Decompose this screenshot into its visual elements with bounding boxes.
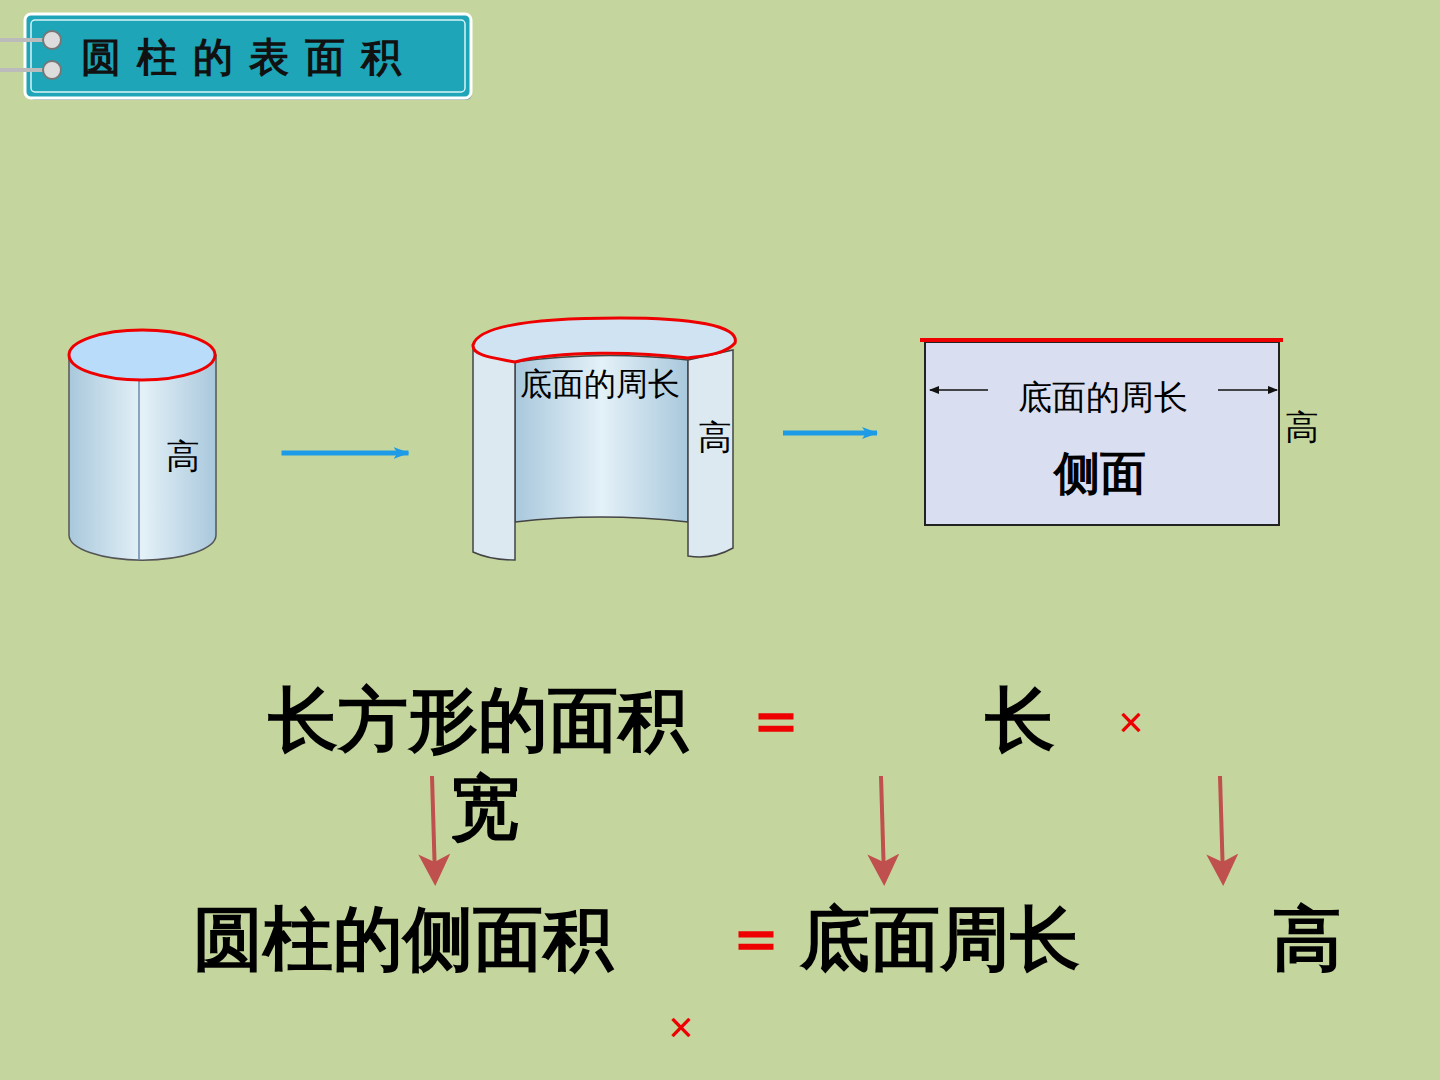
formula-term: 长方形的面积 xyxy=(268,686,688,756)
figure-label: 底面的周长 xyxy=(520,368,680,400)
figure-node: 底面的周长侧面高 xyxy=(924,341,1280,526)
figure-label: 高 xyxy=(166,440,200,474)
formula-term: 高 xyxy=(1272,905,1342,975)
formula-term: ＝ xyxy=(724,906,788,970)
flow-arrow xyxy=(282,451,409,456)
figure-node: 底面的周长高 xyxy=(472,316,736,562)
cylinder xyxy=(69,330,216,560)
title-tab xyxy=(0,14,472,100)
formula-term: 底面周长 xyxy=(800,905,1080,975)
flow-arrow xyxy=(783,431,877,436)
formula-arrows xyxy=(432,776,1223,878)
formula-term: × xyxy=(1118,700,1144,746)
figure-label: 高 xyxy=(698,421,732,455)
formula-term: 宽 xyxy=(450,774,520,844)
formula-term: ＝ xyxy=(744,688,808,752)
formula-term: 长 xyxy=(985,686,1055,756)
figure-label: 侧面 xyxy=(1054,451,1146,497)
formula-term: × xyxy=(668,1005,694,1051)
unrolled-rectangle xyxy=(920,340,1283,525)
slide-title: 圆柱的表面积 xyxy=(27,16,470,98)
open-cylinder xyxy=(473,318,735,560)
figure-node: 高 xyxy=(68,328,218,563)
formula-term: 圆柱的侧面积 xyxy=(193,905,613,975)
figure-label: 高 xyxy=(1285,411,1319,445)
figure-label: 底面的周长 xyxy=(1018,381,1188,415)
